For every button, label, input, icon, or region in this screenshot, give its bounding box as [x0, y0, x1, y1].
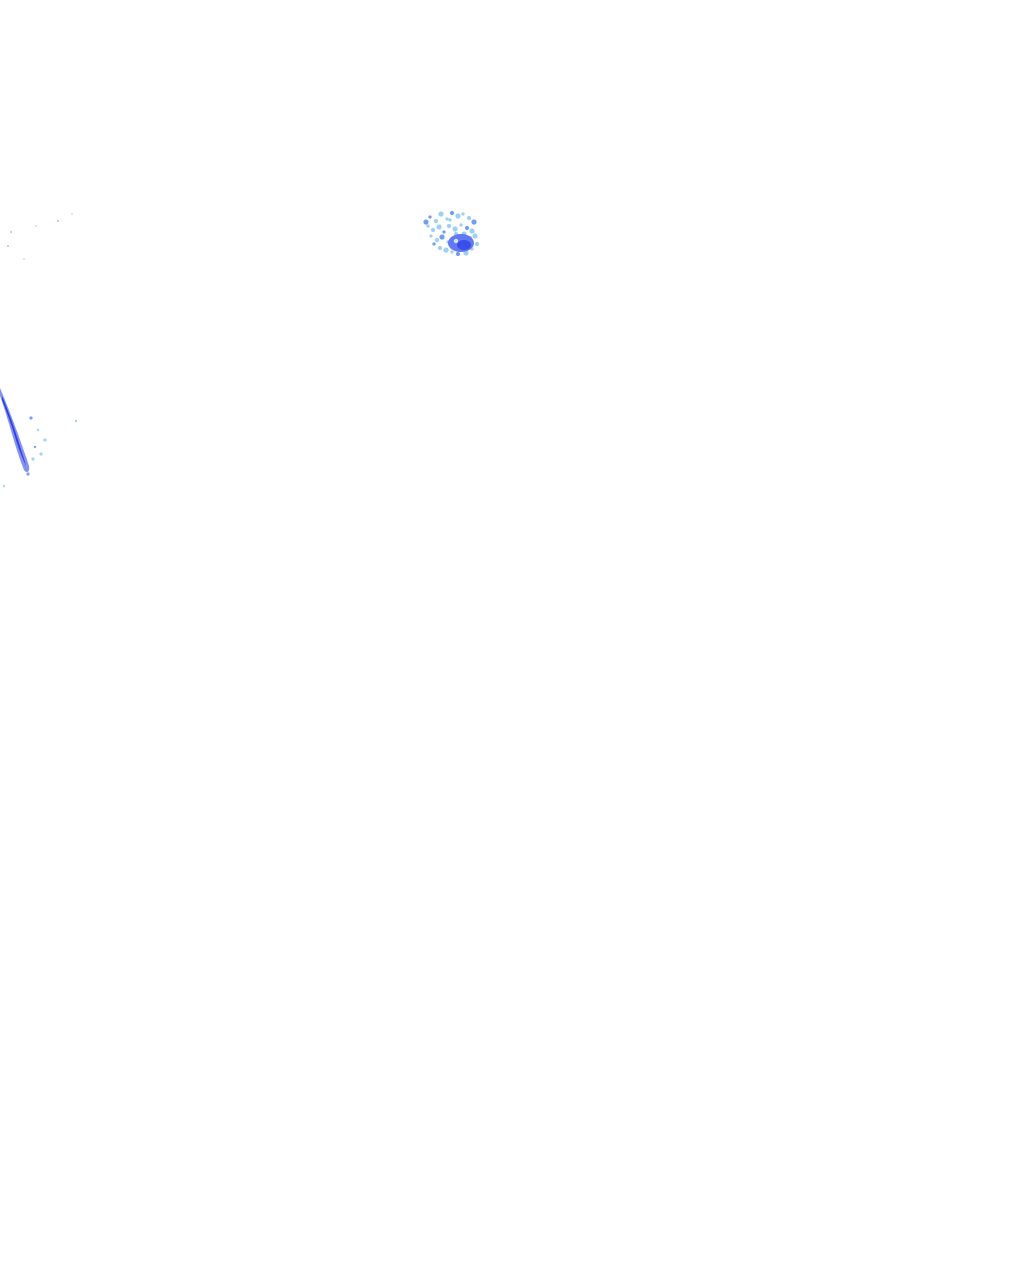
echo-speck [31, 457, 35, 461]
echo-speckle [455, 251, 461, 257]
echo-streak-core [2, 396, 26, 466]
echo-speck [57, 220, 59, 222]
echo-speckle [450, 250, 454, 254]
echo-speckle [439, 234, 445, 240]
echo-speckle [429, 234, 433, 238]
echo-speckle [459, 223, 463, 227]
echo-speck [36, 428, 40, 432]
echo-speck [2, 484, 6, 488]
central-echo-core-dark [457, 240, 471, 250]
echo-speckle [436, 224, 442, 230]
echo-speckle [472, 233, 478, 239]
echo-speck [26, 472, 30, 476]
echo-speckle [461, 212, 465, 216]
echo-speck [74, 419, 78, 423]
echo-streak-specks [2, 416, 78, 488]
echo-speck [35, 225, 37, 227]
echo-speck [33, 445, 37, 449]
echo-speckle [474, 241, 480, 247]
echo-speckle [446, 223, 452, 229]
echo-speckle [452, 226, 458, 232]
central-echo-hole [453, 238, 459, 244]
echo-speckle [442, 230, 446, 234]
central-echo-cluster [423, 210, 480, 257]
echo-speckle [455, 213, 461, 219]
echo-speckle [471, 219, 477, 225]
echo-speckle [466, 215, 472, 221]
echo-speckle [434, 237, 440, 243]
echo-speckle [437, 245, 443, 251]
echo-speck [10, 231, 12, 233]
echo-speck [71, 213, 73, 215]
echo-speck [43, 438, 47, 442]
echo-speckle [426, 224, 430, 228]
echo-speckle [449, 210, 455, 216]
echo-speckle [433, 218, 439, 224]
echo-speckle [438, 211, 444, 217]
echo-speck [23, 258, 25, 260]
echo-speckle [448, 218, 452, 222]
echo-speckle [463, 250, 469, 256]
upper-left-specks [7, 213, 73, 260]
echo-speckle [469, 228, 475, 234]
echo-speck [39, 452, 43, 456]
echo-speckle [464, 225, 470, 231]
echo-speckle [445, 217, 449, 221]
left-edge-echo-streak [0, 388, 78, 488]
echo-speckle [430, 227, 436, 233]
echo-speck [29, 416, 33, 420]
echo-speckle [443, 247, 449, 253]
echo-speckle [423, 219, 429, 225]
echo-speck [7, 245, 9, 247]
echo-speckle [428, 215, 432, 219]
echo-speckle [432, 242, 436, 246]
